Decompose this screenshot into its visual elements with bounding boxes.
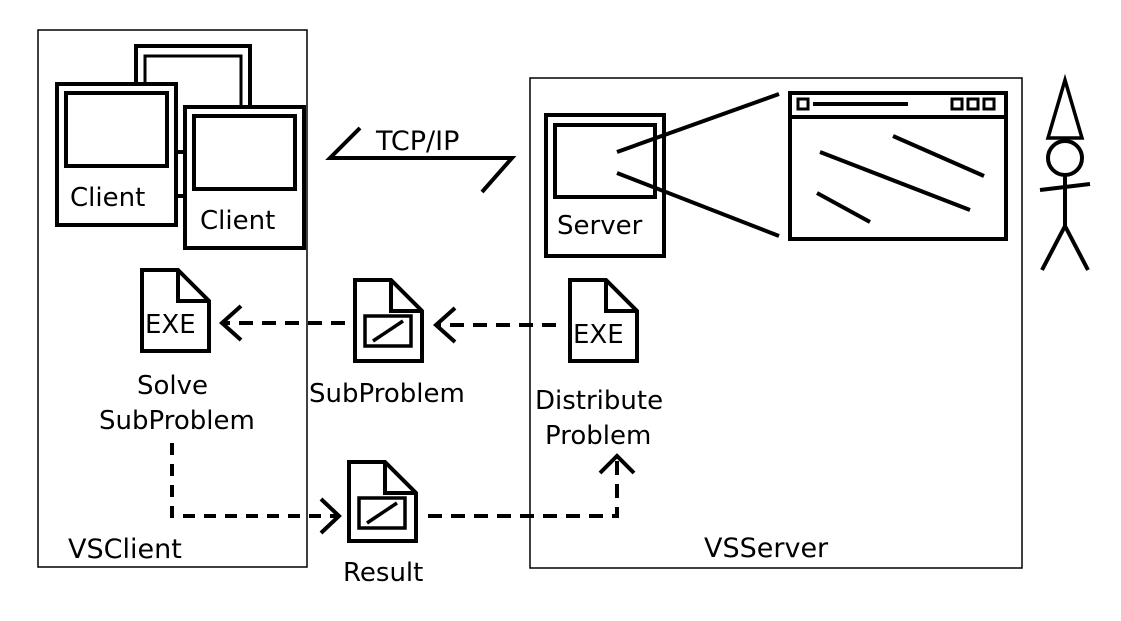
subproblem-file-icon: [353, 278, 424, 363]
result-file-icon: [347, 460, 418, 543]
client-computer-back: Client: [55, 82, 178, 227]
arrow-subproblem-to-client: [219, 304, 345, 342]
window-icon: [788, 91, 1008, 241]
solve-label-line1: Solve: [137, 371, 208, 401]
subproblem-label: SubProblem: [309, 379, 465, 409]
exe-file-icon-client: EXE: [140, 268, 211, 353]
exe-server-label: EXE: [573, 320, 624, 350]
tcpip-label: TCP/IP: [375, 126, 459, 157]
client-computers: Client Client: [55, 44, 306, 250]
exe-file-icon-server: EXE: [568, 278, 639, 363]
vsserver-frame: VSServer: [529, 77, 1023, 569]
distribute-label-line2: Problem: [545, 421, 651, 451]
user-icon: [1039, 73, 1091, 271]
server-label: Server: [557, 211, 643, 241]
client-back-label: Client: [70, 183, 145, 213]
tcpip-link: TCP/IP: [325, 126, 517, 194]
arrow-solve-to-result: [170, 443, 342, 535]
flow-arrows: [170, 304, 636, 535]
vsclient-label: VSClient: [68, 534, 182, 565]
client-front-label: Client: [200, 206, 275, 236]
vsserver-label: VSServer: [704, 533, 829, 564]
exe-client-label: EXE: [145, 310, 196, 340]
arrow-result-to-distribute: [428, 453, 636, 518]
server-computer: Server: [544, 92, 780, 258]
solve-label-line2: SubProblem: [99, 406, 255, 436]
distribute-label-line1: Distribute: [535, 386, 663, 416]
arrow-distribute-to-subproblem: [433, 306, 556, 344]
client-computer-front: Client: [183, 105, 306, 250]
result-label: Result: [343, 558, 423, 588]
vsclient-frame: VSClient: [37, 29, 308, 568]
